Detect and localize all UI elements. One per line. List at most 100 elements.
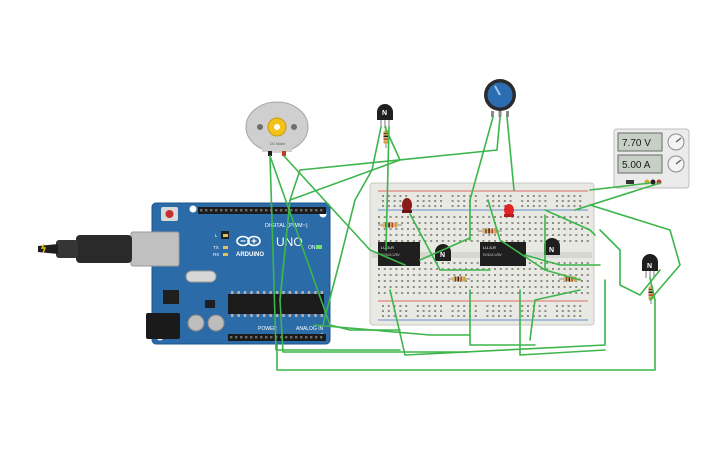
power-supply[interactable]: 7.70 V 5.00 A — [613, 128, 690, 189]
power-switch[interactable] — [626, 180, 634, 184]
bb-hole — [395, 240, 398, 242]
bb-hole — [517, 216, 520, 218]
bb-hole — [528, 222, 531, 224]
wire — [506, 116, 515, 191]
bb-hole — [470, 216, 473, 218]
bb-hole — [441, 286, 444, 288]
resistor[interactable] — [448, 276, 470, 282]
bb-hole — [441, 268, 444, 270]
bb-hole — [383, 286, 386, 288]
bb-hole — [538, 205, 541, 207]
bb-hole — [534, 280, 537, 282]
bb-hole — [486, 195, 489, 197]
bb-hole — [451, 315, 454, 317]
bb-hole — [457, 205, 460, 207]
bb-hole — [544, 305, 547, 307]
bb-hole — [579, 310, 582, 312]
bb-hole — [393, 200, 396, 202]
bb-hole — [389, 228, 392, 230]
header-pin — [295, 336, 298, 339]
bb-hole — [581, 268, 583, 270]
reset-button-cap[interactable] — [165, 210, 174, 218]
bb-hole — [521, 310, 524, 312]
bb-hole — [509, 315, 512, 317]
bb-hole — [492, 305, 495, 307]
bb-hole — [447, 292, 450, 294]
header-pin — [315, 209, 318, 212]
bb-hole — [424, 228, 427, 230]
bb-hole — [557, 268, 560, 270]
terminal-neg[interactable] — [650, 179, 656, 185]
bb-hole — [407, 216, 409, 218]
bb-hole — [428, 200, 431, 202]
bb-hole — [422, 200, 425, 202]
transistor-4-label: N — [647, 263, 652, 270]
bb-hole — [511, 274, 514, 276]
bb-hole — [528, 240, 531, 242]
bb-hole — [418, 274, 421, 276]
transistor-1[interactable]: N — [377, 104, 393, 127]
bb-hole — [441, 274, 444, 276]
bb-hole — [465, 262, 467, 264]
led-red[interactable] — [504, 204, 514, 217]
chip-pin — [275, 314, 279, 317]
motor-shaft — [274, 124, 280, 130]
rx-led-label: RX — [213, 252, 219, 257]
transistor-3[interactable]: N — [544, 238, 560, 255]
bb-hole — [556, 315, 558, 317]
bb-hole — [383, 228, 386, 230]
bb-hole — [422, 195, 425, 197]
bb-hole — [424, 262, 427, 264]
bb-hole — [586, 262, 589, 264]
bb-hole — [457, 200, 460, 202]
bb-hole — [486, 305, 489, 307]
bb-hole — [470, 262, 473, 264]
bb-hole — [405, 315, 408, 317]
header-pin — [260, 336, 263, 339]
bb-hole — [405, 305, 408, 307]
bb-hole — [453, 216, 456, 218]
pot-knob-indicator — [494, 85, 501, 96]
bb-hole — [511, 222, 514, 224]
dc-motor[interactable]: DC Motor — [245, 101, 309, 156]
wire — [469, 116, 494, 241]
bb-hole — [474, 305, 477, 307]
rx-led — [223, 253, 228, 256]
bb-hole — [494, 240, 496, 242]
bb-hole — [586, 280, 589, 282]
arduino-uno-board[interactable]: DIGITAL (PWM~) POWER ANALOG IN ON L TX R… — [38, 202, 331, 345]
wires[interactable] — [269, 116, 681, 371]
on-led-label: ON — [308, 245, 316, 251]
bb-hole — [430, 216, 433, 218]
bb-hole — [573, 195, 576, 197]
bb-hole — [399, 310, 402, 312]
bb-hole — [492, 200, 495, 202]
bb-hole — [470, 286, 473, 288]
potentiometer[interactable] — [484, 79, 516, 117]
digital-label: DIGITAL (PWM~) — [265, 223, 308, 229]
bb-hole — [465, 274, 467, 276]
bb-hole — [521, 305, 524, 307]
bb-hole — [528, 234, 531, 236]
bb-hole — [538, 195, 541, 197]
bb-hole — [401, 228, 404, 230]
bb-hole — [424, 286, 427, 288]
bb-hole — [563, 234, 566, 236]
led-dark-red[interactable] — [402, 198, 412, 213]
bb-hole — [418, 228, 421, 230]
bb-hole — [418, 268, 421, 270]
bb-hole — [482, 292, 485, 294]
chip-pin — [275, 291, 279, 294]
bb-hole — [422, 310, 425, 312]
header-pin — [255, 336, 258, 339]
bb-hole — [418, 292, 421, 294]
bb-hole — [552, 216, 554, 218]
bb-hole — [534, 234, 537, 236]
barrel-jack — [146, 313, 180, 339]
bb-hole — [470, 268, 473, 270]
bb-hole — [505, 222, 508, 224]
bb-hole — [556, 205, 558, 207]
bb-hole — [465, 268, 467, 270]
relay-2[interactable]: LU-5-R 5V/10A 125V — [480, 242, 526, 266]
